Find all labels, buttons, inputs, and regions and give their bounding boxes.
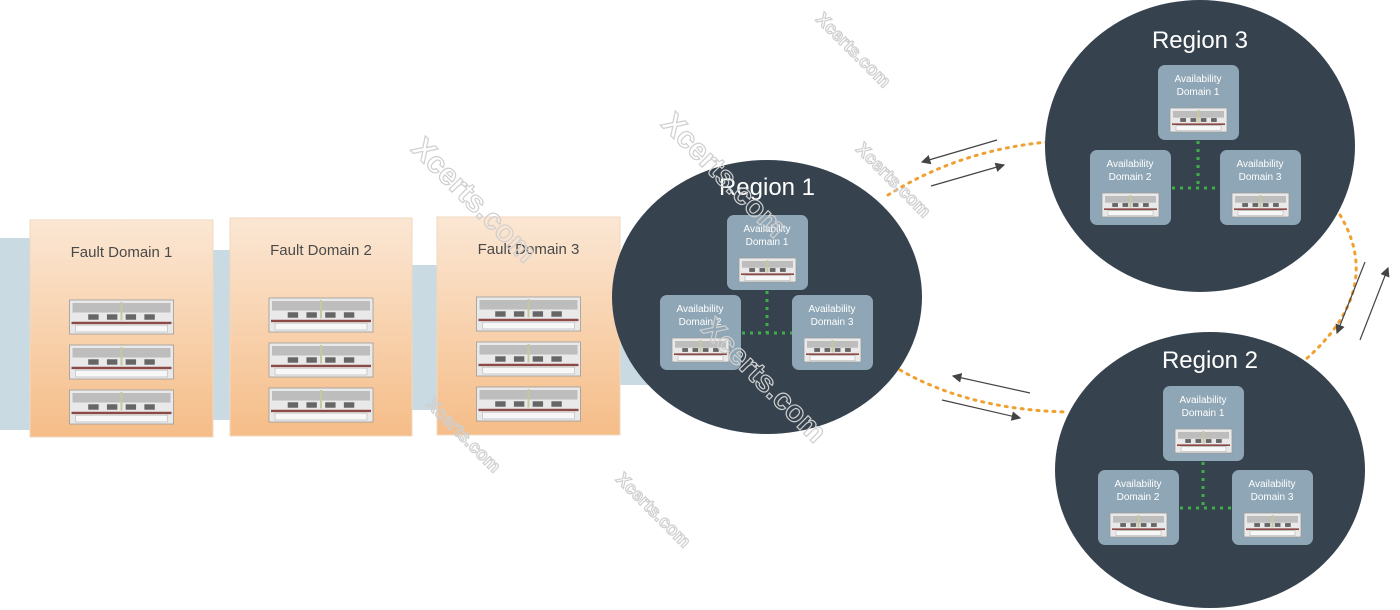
ad-label-line1: Availability — [1236, 159, 1283, 170]
server-icon — [1169, 107, 1228, 133]
region-title: Region 3 — [1152, 27, 1248, 54]
server-icon — [268, 297, 374, 333]
server-icon — [69, 389, 174, 425]
ad-label-line2: Domain 3 — [1239, 172, 1282, 183]
server-icon — [476, 386, 581, 422]
replication-links — [886, 139, 1390, 421]
region-title: Region 2 — [1162, 347, 1258, 374]
ad-label-line2: Domain 3 — [1251, 492, 1294, 503]
ad-label-line1: Availability — [1114, 479, 1161, 490]
fault-domain-1: Fault Domain 1 — [29, 219, 214, 438]
server-icon — [671, 337, 730, 363]
ad-interconnect — [1180, 462, 1232, 510]
ad-label-line1: Availability — [1248, 479, 1295, 490]
fault-domain-3: Fault Domain 3 — [436, 216, 621, 436]
ad-label-line2: Domain 1 — [746, 237, 789, 248]
ad-label-line2: Domain 3 — [811, 317, 854, 328]
arrow-icon — [941, 399, 1022, 421]
ad-label-line2: Domain 2 — [1117, 492, 1160, 503]
ad-label-line1: Availability — [1174, 74, 1221, 85]
ad-label-line1: Availability — [676, 304, 723, 315]
server-icon — [738, 257, 797, 283]
server-icon — [1243, 512, 1302, 538]
ad-label-line2: Domain 1 — [1182, 408, 1225, 419]
ad-label-line1: Availability — [743, 224, 790, 235]
server-icon — [69, 299, 174, 335]
fault-domain-2: Fault Domain 2 — [229, 217, 413, 437]
server-icon — [1109, 512, 1168, 538]
fault-domain-label: Fault Domain 1 — [71, 244, 173, 261]
ad-label-line2: Domain 2 — [679, 317, 722, 328]
fault-domain-label: Fault Domain 3 — [478, 241, 580, 258]
ad-label-line1: Availability — [1106, 159, 1153, 170]
fault-domain-label: Fault Domain 2 — [270, 242, 372, 259]
region-title: Region 1 — [719, 174, 815, 201]
server-icon — [268, 387, 374, 423]
arrow-icon — [930, 162, 1006, 187]
server-icon — [803, 337, 862, 363]
ad-label-line1: Availability — [1179, 395, 1226, 406]
ad-interconnect — [742, 291, 792, 335]
server-icon — [476, 341, 581, 377]
ad-label-line2: Domain 1 — [1177, 87, 1220, 98]
arrow-icon — [920, 139, 998, 165]
server-icon — [69, 344, 174, 380]
arrow-icon — [1359, 266, 1390, 341]
ad-label-line1: Availability — [808, 304, 855, 315]
ad-interconnect — [1172, 141, 1220, 190]
server-icon — [1101, 192, 1160, 218]
server-icon — [268, 342, 374, 378]
watermark: Xcerts.com — [812, 9, 895, 92]
ad-label-line2: Domain 2 — [1109, 172, 1152, 183]
arrow-icon — [951, 373, 1031, 394]
server-icon — [1231, 192, 1290, 218]
watermark: Xcerts.com — [612, 469, 695, 552]
arrow-icon — [1335, 261, 1366, 335]
server-icon — [476, 296, 581, 332]
replication-link-r1-r2 — [898, 368, 1070, 414]
server-icon — [1174, 428, 1233, 454]
